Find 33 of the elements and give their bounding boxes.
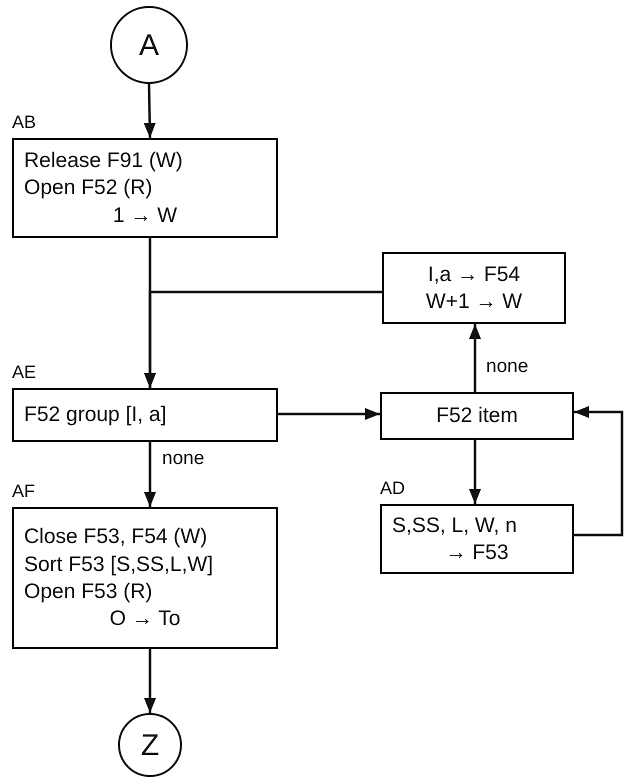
statement-text: I,a → F54 [426, 262, 522, 288]
statement-text: Sort F53 [S,SS,L,W] [24, 552, 214, 578]
statement-text: Close F53, F54 (W) [24, 524, 208, 550]
process-box [12, 507, 278, 649]
statement-text: F52 item [435, 403, 519, 430]
statement-text: S,SS, L, W, n [392, 512, 518, 539]
step-label: AE [12, 362, 36, 383]
arrow [278, 408, 380, 420]
process-box [12, 388, 278, 442]
statement-text: → F53 [444, 540, 510, 566]
process-box [380, 504, 574, 574]
statement-text: O → To [108, 606, 182, 632]
arrow [144, 290, 382, 388]
process-box [380, 392, 574, 440]
statement-text: F52 group [I, a] [24, 402, 168, 428]
statement-text: Release F91 (W) [24, 148, 184, 174]
arrow [469, 324, 481, 392]
connector-letter: A [138, 28, 159, 64]
step-label: AB [12, 112, 36, 133]
arrow [144, 649, 156, 713]
statement-text: W+1 → W [424, 289, 524, 315]
process-box [382, 252, 566, 324]
step-label: AF [12, 481, 36, 502]
statement-text: 1 → W [112, 202, 178, 229]
statement-text: Open F53 (R) [24, 579, 154, 605]
arrow [469, 440, 481, 504]
process-box [12, 138, 278, 238]
statement-text: Open F52 (R) [24, 175, 154, 202]
arrow [144, 442, 156, 507]
arrow [574, 406, 624, 536]
arrow [144, 84, 156, 138]
connector-letter: Z [140, 728, 160, 764]
step-label: AD [380, 478, 406, 499]
